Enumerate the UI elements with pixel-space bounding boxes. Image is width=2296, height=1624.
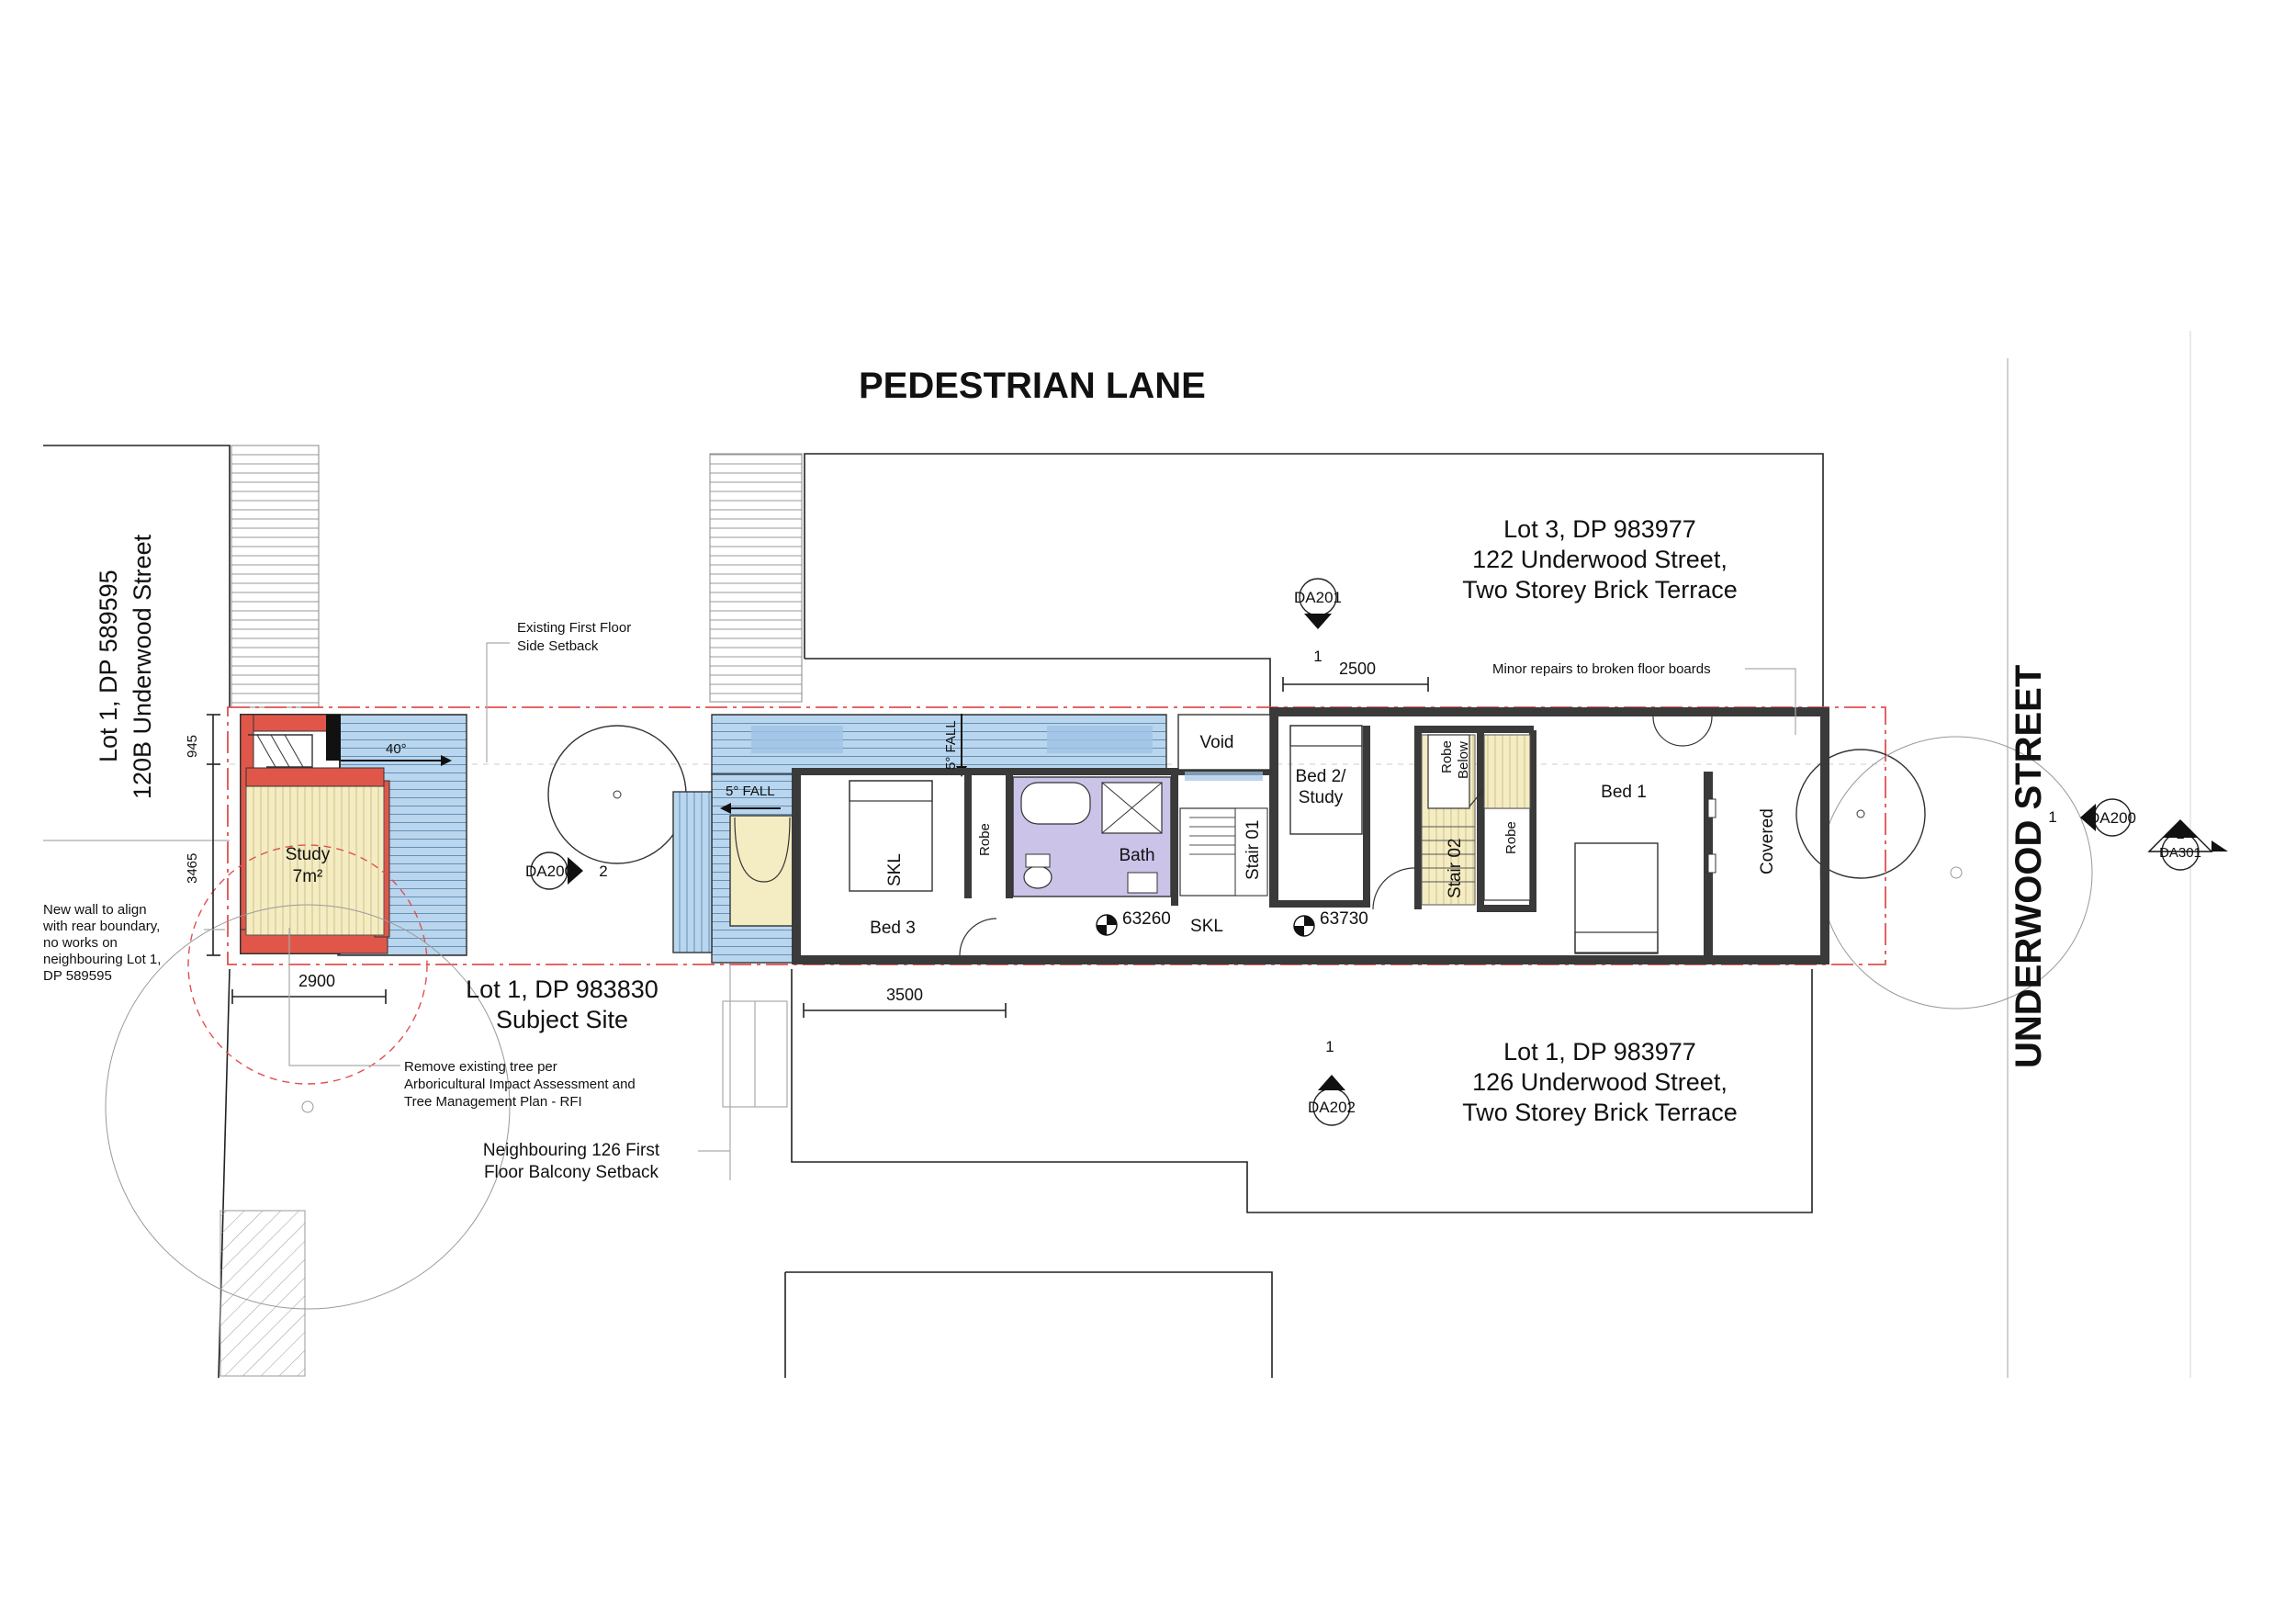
void-area	[1177, 714, 1271, 781]
level-bed2: 63730	[1320, 909, 1368, 929]
tag-north-num: 1	[1313, 648, 1322, 665]
dim-2500: 2500	[1339, 660, 1376, 678]
section-marker-east	[2080, 798, 2132, 837]
room-study: Study	[286, 845, 331, 864]
room-stair01: Stair 01	[1244, 820, 1263, 880]
dim-3500: 3500	[886, 986, 923, 1004]
south-lot-line1: Lot 1, DP 983977	[1503, 1038, 1696, 1066]
room-bed2-line1: Bed 2/	[1296, 767, 1347, 786]
level-markers	[1096, 914, 1315, 937]
note-tree-2: Arboricultural Impact Assessment and	[404, 1077, 636, 1092]
bed3-room	[849, 780, 997, 956]
rear-neighbour-outline	[43, 445, 320, 1379]
tag-west-num: 2	[599, 863, 607, 880]
note-repairs: Minor repairs to broken floor boards	[1492, 661, 1711, 677]
stair02	[1421, 734, 1525, 906]
note-balcony-1: Neighbouring 126 First	[483, 1141, 660, 1160]
tag-south-num: 1	[1325, 1038, 1334, 1055]
level-bath: 63260	[1122, 909, 1171, 929]
bed1-room	[1574, 716, 1716, 954]
subject-lot-line1: Lot 1, DP 983830	[466, 976, 658, 1003]
neighbour-122-outline	[804, 453, 1824, 707]
pedestrian-lane-stairs	[709, 453, 803, 703]
note-balcony-2: Floor Balcony Setback	[484, 1163, 659, 1182]
tag-west-ref: DA200	[525, 863, 573, 880]
study-building	[240, 714, 390, 954]
north-lot-line1: Lot 3, DP 983977	[1503, 515, 1696, 543]
room-bed3: Bed 3	[870, 919, 916, 938]
subject-lot-line2: Subject Site	[496, 1006, 628, 1033]
leader-lines	[204, 642, 1796, 1180]
room-bed2-line2: Study	[1299, 788, 1344, 807]
dim-2900: 2900	[298, 972, 335, 990]
tag-east-num: 1	[2048, 808, 2056, 826]
room-skl-bed3: SKL	[885, 853, 905, 886]
south-lot-line2: 126 Underwood Street,	[1472, 1068, 1728, 1096]
section-marker-south	[1312, 1075, 1351, 1126]
tag-elevation-num: 1	[2176, 825, 2184, 842]
dim-lines	[207, 677, 1429, 1018]
tag-south-ref: DA202	[1308, 1099, 1356, 1116]
rear-lot-line1: Lot 1, DP 589595	[95, 570, 122, 762]
room-robe-below-1: Robe	[1439, 740, 1455, 773]
bed2-room	[1289, 725, 1415, 910]
note-fall-5-b: 5° FALL	[943, 720, 959, 770]
balcony-deck	[672, 714, 1167, 964]
note-new-wall-1: New wall to align	[43, 902, 147, 918]
note-tree-1: Remove existing tree per	[404, 1059, 557, 1075]
note-new-wall-5: DP 589595	[43, 968, 112, 984]
room-void: Void	[1200, 733, 1234, 752]
robe-bed1	[1483, 734, 1531, 901]
note-fall-40: 40°	[386, 741, 407, 757]
tag-north-ref: DA201	[1294, 589, 1342, 606]
note-new-wall-2: with rear boundary,	[42, 919, 160, 934]
note-setback-2: Side Setback	[517, 638, 599, 654]
south-balcony-outline	[722, 1000, 788, 1108]
section-marker-north	[1299, 578, 1337, 629]
note-new-wall-3: no works on	[43, 935, 118, 951]
room-stair02: Stair 02	[1446, 839, 1465, 898]
bathroom	[1012, 776, 1172, 897]
note-setback-1: Existing First Floor	[517, 620, 631, 636]
section-marker-west	[530, 851, 583, 890]
north-lot-line2: 122 Underwood Street,	[1472, 546, 1728, 573]
tag-east-ref: DA200	[2088, 809, 2136, 827]
room-covered: Covered	[1758, 808, 1777, 874]
pedestrian-lane-label: PEDESTRIAN LANE	[859, 366, 1206, 406]
room-study-area: 7m²	[293, 867, 323, 886]
rear-lot-line2: 120B Underwood Street	[129, 534, 156, 799]
tag-elevation-ref: DA301	[2159, 845, 2201, 861]
neighbour-126-outline	[784, 969, 1813, 1378]
room-skl-hall: SKL	[1190, 917, 1223, 936]
north-lot-line3: Two Storey Brick Terrace	[1462, 576, 1738, 603]
underwood-street-label: UNDERWOOD STREET	[2009, 665, 2049, 1068]
room-bath: Bath	[1119, 846, 1154, 865]
room-robe-bed3: Robe	[977, 823, 993, 856]
note-fall-5-a: 5° FALL	[726, 784, 775, 799]
note-new-wall-4: neighbouring Lot 1,	[43, 952, 161, 967]
stair01	[1179, 807, 1268, 897]
dim-3465: 3465	[185, 853, 200, 884]
room-robe-below-2: Below	[1456, 741, 1471, 779]
note-tree-3: Tree Management Plan - RFI	[404, 1094, 582, 1110]
south-lot-line3: Two Storey Brick Terrace	[1462, 1099, 1738, 1126]
room-robe-bed1: Robe	[1503, 821, 1519, 854]
room-bed1: Bed 1	[1601, 783, 1647, 802]
elevation-marker	[2147, 819, 2228, 871]
dim-945: 945	[185, 735, 200, 758]
